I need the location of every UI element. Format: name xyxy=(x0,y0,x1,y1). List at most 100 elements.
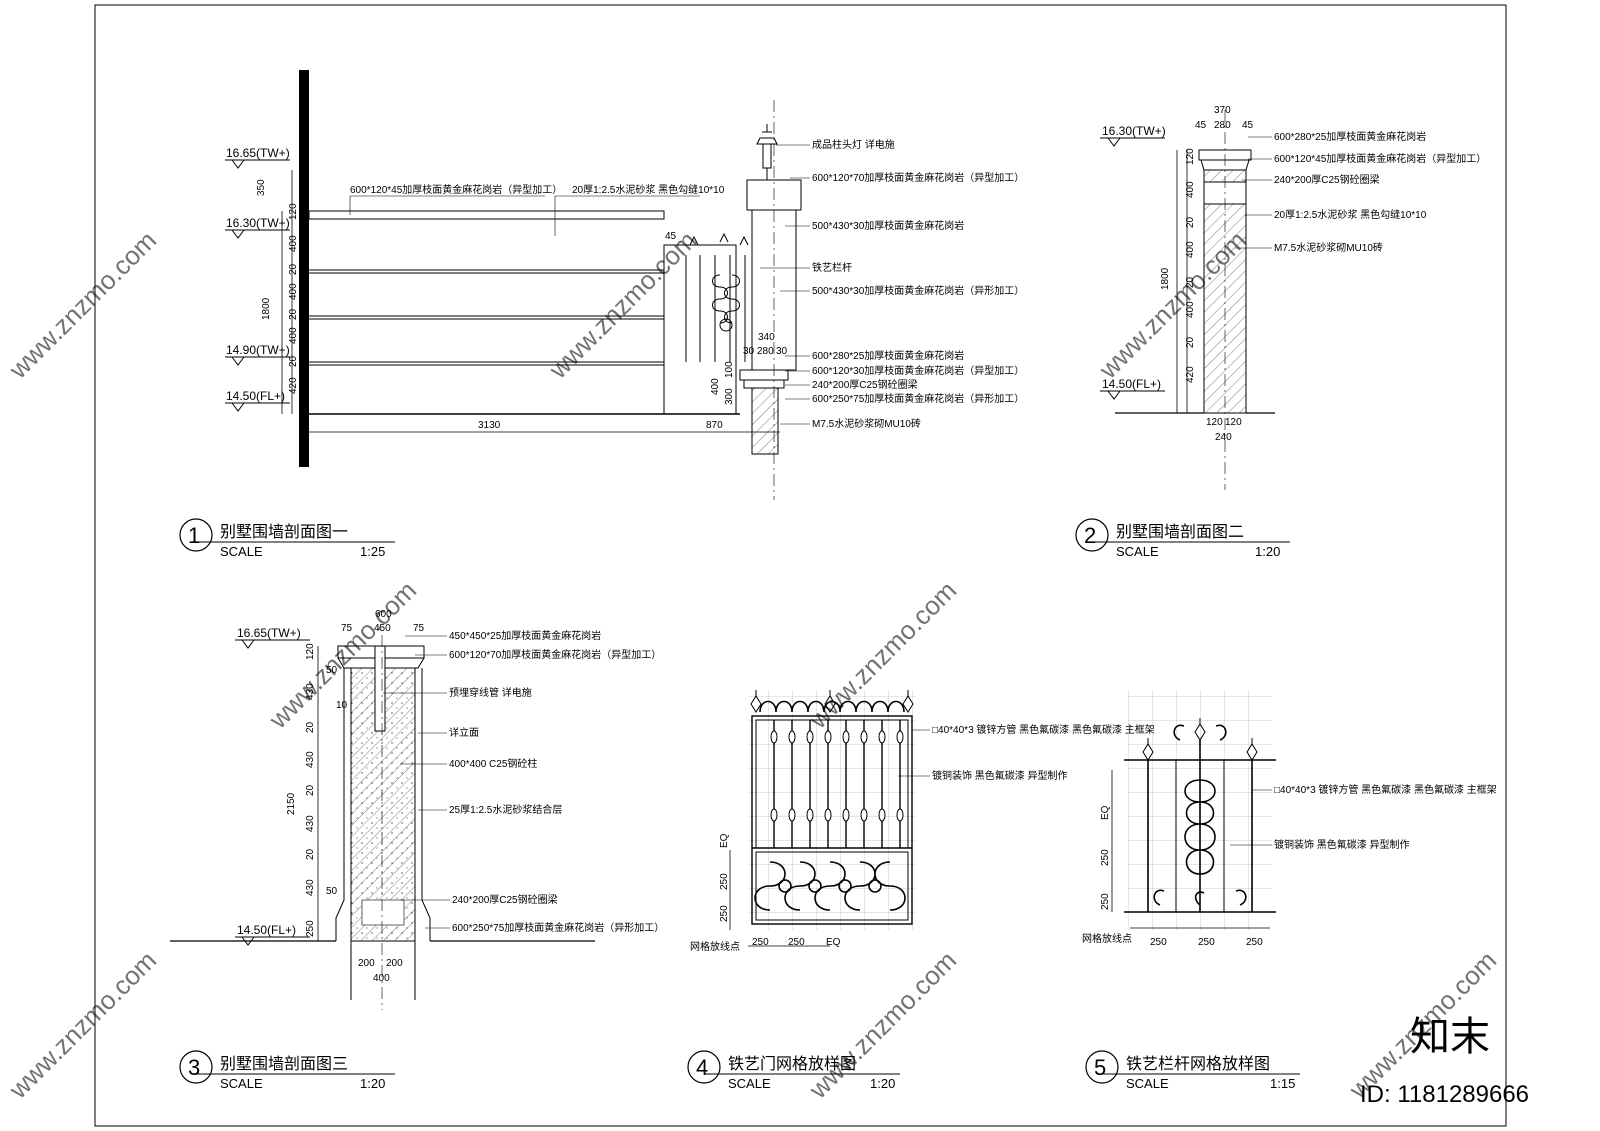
dim-250-bottom-5c: 250 xyxy=(1246,937,1263,948)
dim-3130: 3130 xyxy=(478,420,501,431)
note-plinth: 600*250*75加厚枝面黄金麻花岗岩（异形加工） xyxy=(812,392,1024,405)
section-5-scale-label: SCALE xyxy=(1126,1076,1169,1091)
section-1-title: 别墅围墙剖面图一 xyxy=(220,523,348,541)
note-s2-stone-280: 600*280*25加厚枝面黄金麻花岗岩 xyxy=(1274,130,1426,143)
watermark-id: ID: 1181289666 xyxy=(1360,1081,1529,1108)
dim-280: 280 xyxy=(757,346,774,357)
level-16-65: 16.65(TW+) xyxy=(226,146,290,160)
section-4-scale-value: 1:20 xyxy=(870,1076,895,1091)
section-2-scale-label: SCALE xyxy=(1116,544,1159,559)
note-s3-column: 400*400 C25钢砼柱 xyxy=(449,757,537,770)
note-iron-railing: 铁艺栏杆 xyxy=(812,261,852,274)
note-s3-mortar: 25厚1:2.5水泥砂浆结合层 xyxy=(449,803,562,816)
watermark-logo: 知末 xyxy=(1410,1015,1490,1059)
note-coping-stone: 600*120*45加厚枝面黄金麻花岗岩（异型加工） xyxy=(350,183,562,196)
dim-250-bottom-5b: 250 xyxy=(1198,937,1215,948)
dim-280-top: 280 xyxy=(1214,120,1231,131)
dim-45-right: 45 xyxy=(1242,120,1254,131)
dim-100-base: 100 xyxy=(724,361,735,378)
dim-400-s2c: 400 xyxy=(1185,301,1196,318)
dim-250-s3: 250 xyxy=(305,920,316,937)
note-s3-see-elevation: 详立面 xyxy=(449,726,479,739)
dim-870: 870 xyxy=(706,420,723,431)
dim-120-s2: 120 xyxy=(1185,148,1196,165)
dim-350: 350 xyxy=(256,179,267,196)
level-16-65-s3: 16.65(TW+) xyxy=(237,626,301,640)
dim-10: 10 xyxy=(336,700,348,711)
dim-600: 600 xyxy=(375,609,392,620)
dim-120-s3: 120 xyxy=(305,643,316,660)
section-5-railing-grid: EQ 250 250 250 250 250 网格放线点 □40*40*3 镀锌… xyxy=(1082,690,1497,1091)
dim-eq-left-5: EQ xyxy=(1100,805,1111,820)
note-mortar-joint: 20厚1:2.5水泥砂浆 黑色勾缝10*10 xyxy=(572,183,725,196)
dim-400-s3: 400 xyxy=(373,973,390,984)
section-4-gate-grid: EQ 250 250 250 250 EQ 网格放线点 □40*40*3 镀锌方… xyxy=(687,689,1155,1091)
dim-250-bottom-4a: 250 xyxy=(752,937,769,948)
note-brick: M7.5水泥砂浆砌MU10砖 xyxy=(812,417,921,430)
dim-400-b: 400 xyxy=(288,283,299,300)
section-5-scale-value: 1:15 xyxy=(1270,1076,1295,1091)
section-cut-line xyxy=(299,70,309,467)
dim-120-bottom-b: 120 xyxy=(1225,417,1242,428)
note-cladding-a: 500*430*30加厚枝面黄金麻花岗岩 xyxy=(812,219,964,232)
dim-total-1800: 1800 xyxy=(261,297,272,320)
note-s3-plinth: 600*250*75加厚枝面黄金麻花岗岩（异形加工） xyxy=(452,921,664,934)
dim-20-s2a: 20 xyxy=(1185,216,1196,228)
section-5-number: 5 xyxy=(1094,1055,1106,1080)
dim-420: 420 xyxy=(288,377,299,394)
watermark-url-1: www.znzmo.com xyxy=(2,225,162,385)
dim-120-bottom-a: 120 xyxy=(1206,417,1223,428)
dim-120: 120 xyxy=(288,203,299,220)
level-14-50-s2: 14.50(FL+) xyxy=(1102,377,1161,391)
grid-setout-label-4: 网格放线点 xyxy=(690,940,740,953)
dim-75-left: 75 xyxy=(341,623,353,634)
dim-400-s2b: 400 xyxy=(1185,241,1196,258)
iron-railing xyxy=(685,232,749,362)
level-16-30: 16.30(TW+) xyxy=(226,216,290,230)
note-s2-stone-120: 600*120*45加厚枝面黄金麻花岗岩（异型加工） xyxy=(1274,152,1486,165)
dim-total-2150: 2150 xyxy=(286,792,297,815)
dim-420-s2: 420 xyxy=(1185,366,1196,383)
lamp-post xyxy=(739,124,802,455)
dim-430-c: 430 xyxy=(305,815,316,832)
dim-340: 340 xyxy=(758,332,775,343)
section-3-number: 3 xyxy=(188,1055,200,1080)
section-1-wall-elevation: 350 120 400 20 400 20 400 20 420 1800 16… xyxy=(179,70,1024,559)
section-2-pier-section: 370 45 280 45 120 400 20 400 20 400 20 4… xyxy=(1075,105,1486,559)
section-2-title: 别墅围墙剖面图二 xyxy=(1116,523,1244,541)
dim-20-c: 20 xyxy=(288,355,299,367)
wall-coping xyxy=(308,210,665,220)
watermark-layer: www.znzmo.com www.znzmo.com www.znzmo.co… xyxy=(2,225,1529,1108)
note-ring-beam: 240*200厚C25钢砼圈梁 xyxy=(812,378,918,391)
grid-setout-label-5: 网格放线点 xyxy=(1082,932,1132,945)
dim-20-s3c: 20 xyxy=(305,848,316,860)
note-s2-mortar: 20厚1:2.5水泥砂浆 黑色勾缝10*10 xyxy=(1274,208,1427,221)
note-s3-top-stone: 450*450*25加厚枝面黄金麻花岗岩 xyxy=(449,629,601,642)
section-4-number: 4 xyxy=(696,1055,708,1080)
note-s2-brick: M7.5水泥砂浆砌MU10砖 xyxy=(1274,241,1383,254)
section-2-number: 2 xyxy=(1084,523,1096,548)
dim-250-left-5b: 250 xyxy=(1100,893,1111,910)
dim-50-top: 50 xyxy=(326,665,338,676)
note-s4-frame: □40*40*3 镀锌方管 黑色氟碳漆 黑色氟碳漆 主框架 xyxy=(932,723,1155,736)
section-4-title: 铁艺门网格放样图 xyxy=(728,1055,856,1073)
dim-30-b: 30 xyxy=(776,346,788,357)
dim-250-bottom-4b: 250 xyxy=(788,937,805,948)
dim-200-a: 200 xyxy=(358,958,375,969)
dim-total-s2: 1800 xyxy=(1160,267,1171,290)
fence-pier xyxy=(663,244,737,415)
dim-250-left-4b: 250 xyxy=(719,905,730,922)
section-4-scale-label: SCALE xyxy=(728,1076,771,1091)
dim-200-b: 200 xyxy=(386,958,403,969)
level-14-50: 14.50(FL+) xyxy=(226,389,285,403)
note-s3-cap-stone: 600*120*70加厚枝面黄金麻花岗岩（异型加工） xyxy=(449,648,661,661)
dim-250-bottom-5a: 250 xyxy=(1150,937,1167,948)
dim-400-a: 400 xyxy=(288,235,299,252)
dim-45-left: 45 xyxy=(1195,120,1207,131)
note-cap-stone: 600*120*70加厚枝面黄金麻花岗岩（异型加工） xyxy=(812,171,1024,184)
dim-eq-left-4: EQ xyxy=(719,833,730,848)
dim-50-bottom: 50 xyxy=(326,886,338,897)
section-1-scale-label: SCALE xyxy=(220,544,263,559)
dim-450: 450 xyxy=(374,623,391,634)
dim-400-s2a: 400 xyxy=(1185,181,1196,198)
